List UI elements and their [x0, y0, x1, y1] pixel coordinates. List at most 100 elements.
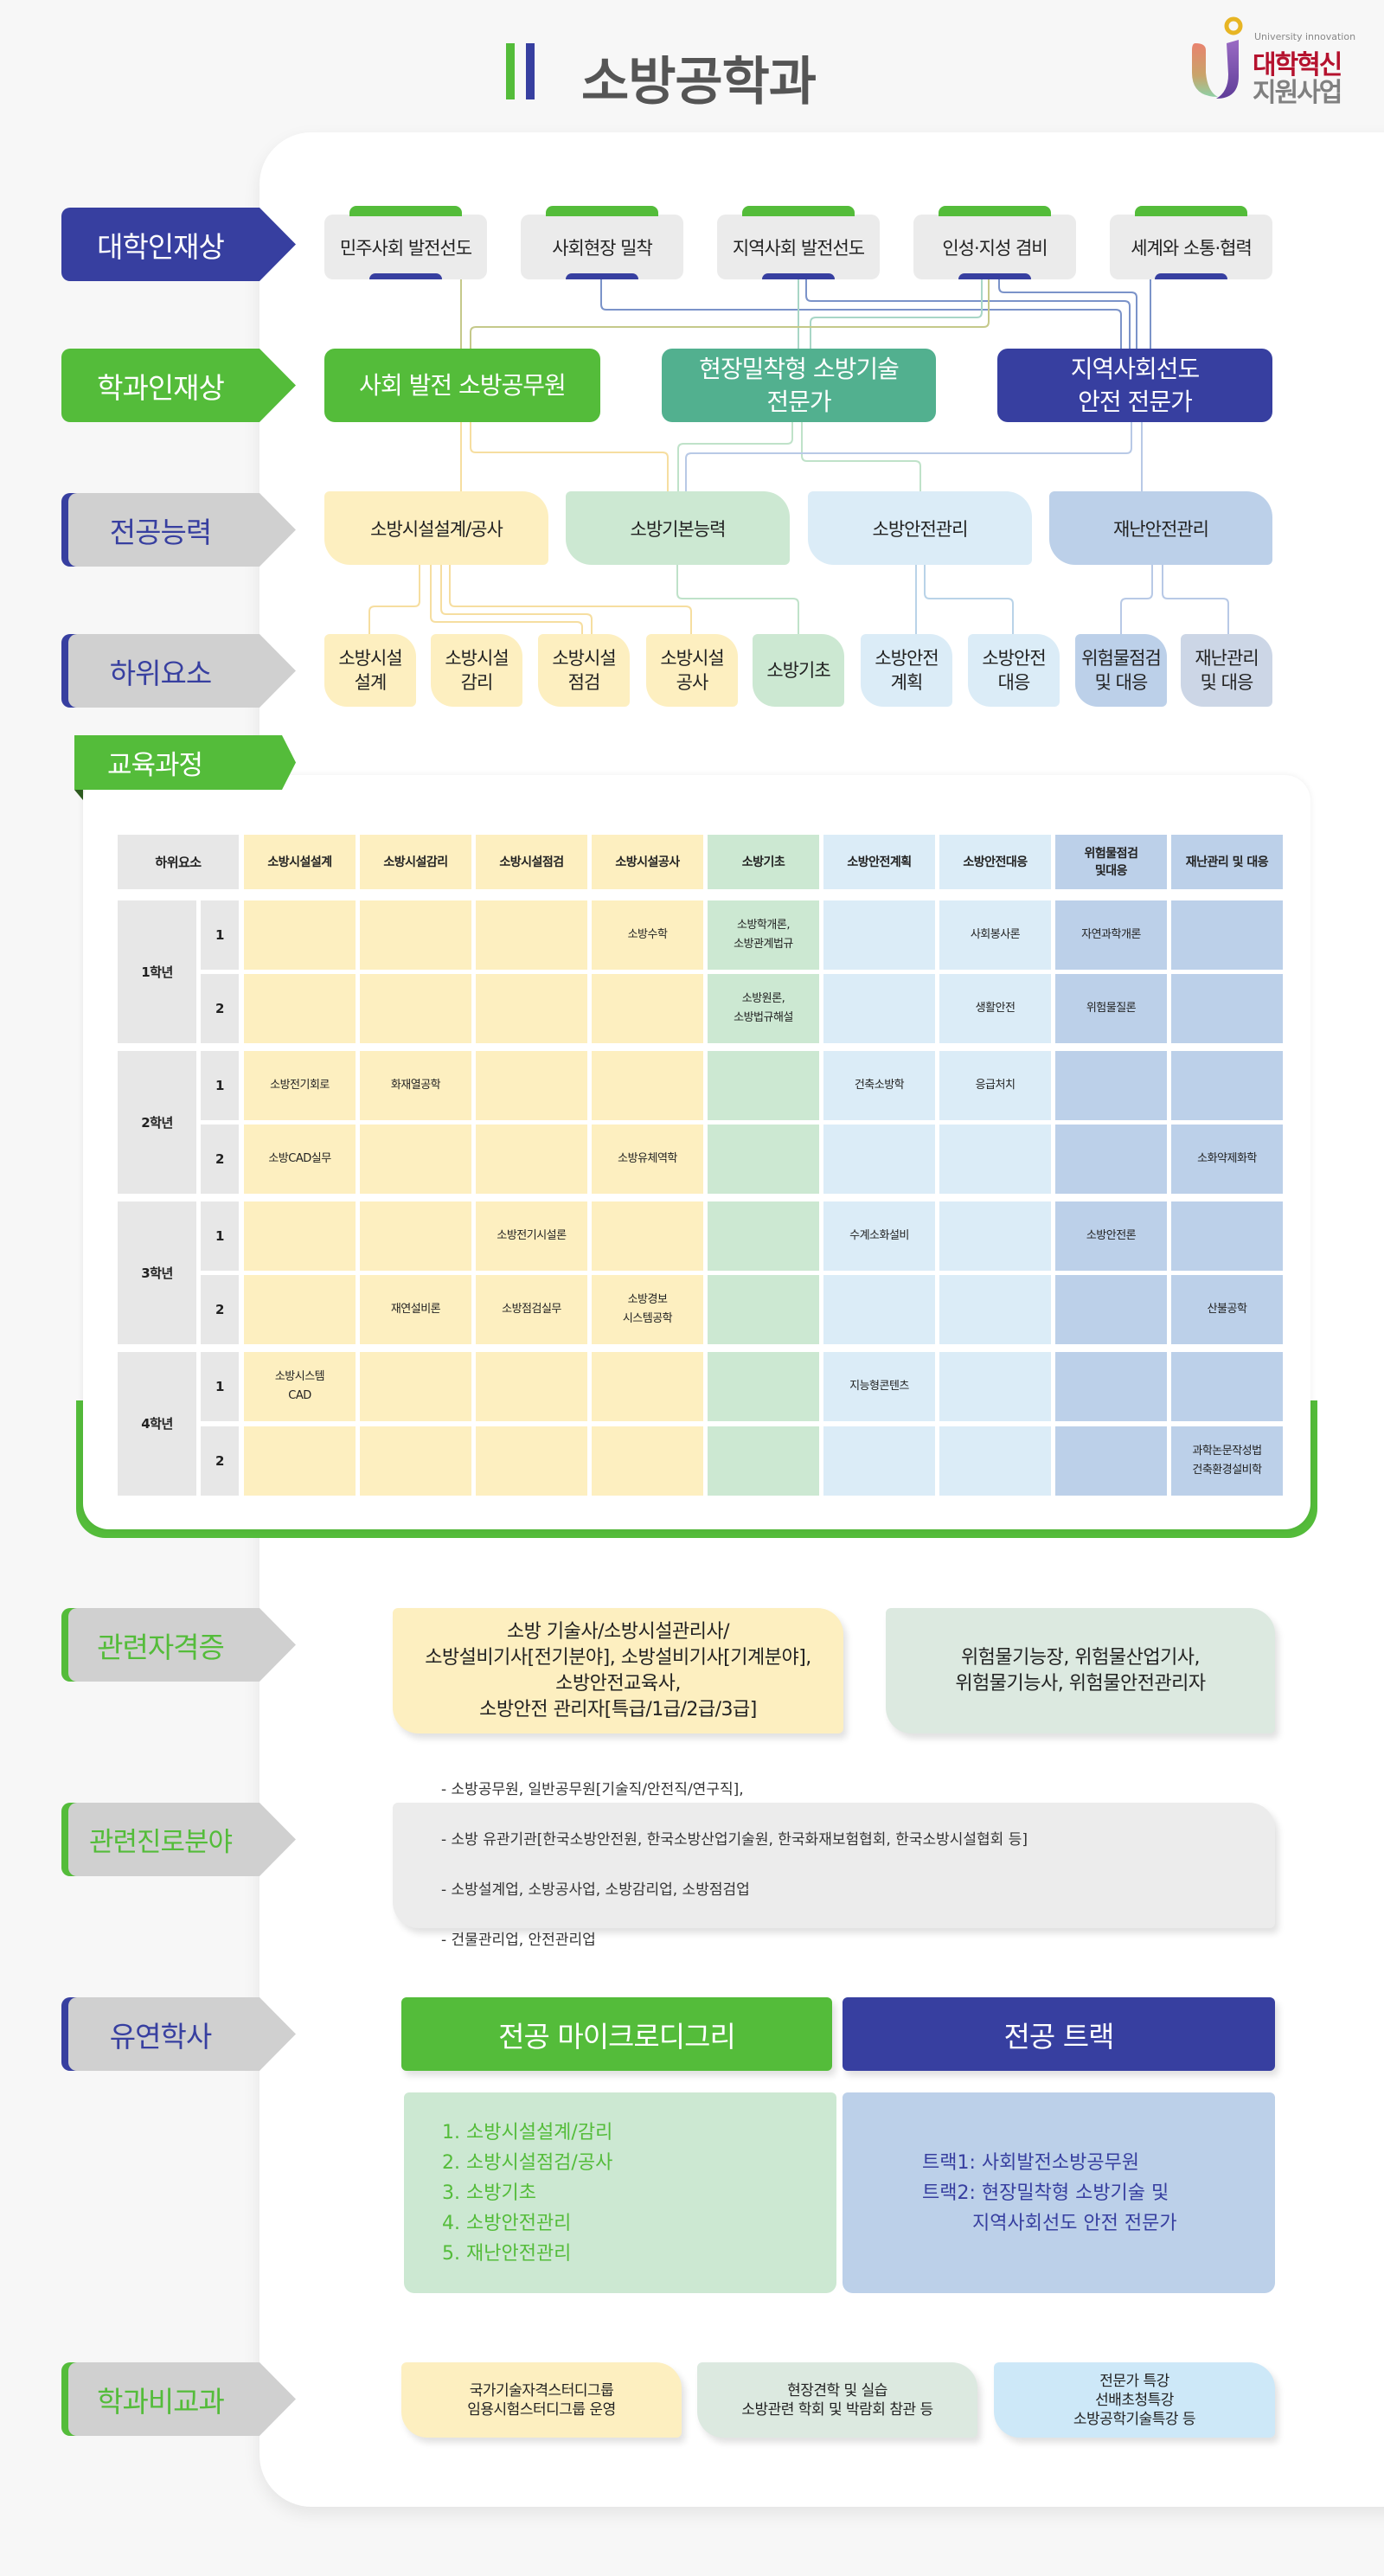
- microdegree-item: 2. 소방시설점검/공사: [442, 2151, 613, 2174]
- microdegree-header: 전공 마이크로디그리: [401, 1997, 832, 2071]
- career-item: - 건물관리업, 안전관리업: [441, 1932, 596, 1949]
- table-cell: [823, 1426, 935, 1496]
- box-text: 세계와 소통·협력: [1131, 237, 1253, 259]
- table-semester-label: 2: [201, 1275, 239, 1344]
- table-header-cell: 위험물점검 및대응: [1055, 835, 1167, 889]
- career-box: - 소방공무원, 일반공무원[기술직/안전직/연구직], - 소방 유관기관[한…: [393, 1781, 1275, 1949]
- table-year-label: 4학년: [118, 1352, 196, 1496]
- label-extracurricular: 학과비교과: [61, 2362, 296, 2436]
- table-cell: [476, 900, 587, 970]
- table-cell: [1171, 900, 1283, 970]
- label-competency: 전공능력: [61, 493, 296, 567]
- table-cell: [939, 1352, 1051, 1421]
- table-cell: [360, 900, 471, 970]
- table-header-cell: 재난관리 및 대응: [1171, 835, 1283, 889]
- title-accent-green: [506, 43, 515, 99]
- table-semester-label: 1: [201, 1352, 239, 1421]
- table-cell: [360, 1352, 471, 1421]
- table-header-cell: 소방안전계획: [823, 835, 935, 889]
- table-header-cell: 소방시설공사: [592, 835, 703, 889]
- table-cell: 소방전기회로: [244, 1051, 356, 1120]
- table-cell: [823, 900, 935, 970]
- logo-mark-icon: [1192, 16, 1243, 99]
- sub-element-1: 소방시설 설계: [324, 634, 416, 707]
- table-year-label: 2학년: [118, 1051, 196, 1194]
- label-text: 학과인재상: [97, 370, 225, 405]
- dept-talent-2: 현장밀착형 소방기술 전문가: [662, 349, 936, 422]
- table-header-corner: 하위요소: [118, 835, 239, 889]
- table-semester-label: 1: [201, 900, 239, 970]
- label-text: 학과비교과: [97, 2384, 225, 2419]
- table-cell: 소화약제화학: [1171, 1125, 1283, 1194]
- logo-text-en: University innovation: [1254, 31, 1356, 42]
- table-cell: [476, 1426, 587, 1496]
- tab-top: [1135, 206, 1247, 216]
- table-cell: [939, 1125, 1051, 1194]
- table-cell: [1171, 1352, 1283, 1421]
- track-list: 트랙1: 사회발전소방공무원 트랙2: 현장밀착형 소방기술 및 지역사회선도 …: [843, 2092, 1275, 2293]
- table-cell: [360, 1201, 471, 1271]
- table-cell: [823, 1275, 935, 1344]
- table-cell: 건축소방학: [823, 1051, 935, 1120]
- tab-bottom: [958, 273, 1031, 279]
- table-cell: 소방경보 시스템공학: [592, 1275, 703, 1344]
- table-cell: [592, 1426, 703, 1496]
- tab-top: [349, 206, 462, 216]
- title-accent-navy: [526, 43, 535, 99]
- microdegree-list: 1. 소방시설설계/감리 2. 소방시설점검/공사 3. 소방기초 4. 소방안…: [404, 2092, 836, 2293]
- sub-element-5: 소방기초: [753, 634, 844, 707]
- sub-element-8: 위험물점검 및 대응: [1075, 634, 1167, 707]
- microdegree-item: 3. 소방기초: [442, 2182, 536, 2204]
- dept-talent-3: 지역사회선도 안전 전문가: [997, 349, 1272, 422]
- table-cell: [592, 974, 703, 1043]
- competency-2: 소방기본능력: [566, 491, 790, 565]
- tab-top: [939, 206, 1051, 216]
- table-cell: 과학논문작성법 건축환경설비학: [1171, 1426, 1283, 1496]
- label-university-talent: 대학인재상: [61, 208, 296, 281]
- table-cell: [1055, 1352, 1167, 1421]
- table-cell: [823, 974, 935, 1043]
- extracurricular-lectures: 전문가 특강 선배초청특강 소방공학기술특강 등: [994, 2362, 1275, 2438]
- table-cell: 지능형콘텐츠: [823, 1352, 935, 1421]
- sub-element-4: 소방시설 공사: [646, 634, 738, 707]
- label-text: 대학인재상: [97, 229, 225, 264]
- table-cell: 산불공학: [1171, 1275, 1283, 1344]
- university-talent-4: 인성·지성 겸비: [913, 206, 1076, 279]
- sub-element-7: 소방안전 대응: [968, 634, 1060, 707]
- table-cell: [1171, 1201, 1283, 1271]
- table-cell: 생활안전: [939, 974, 1051, 1043]
- competency-1: 소방시설설계/공사: [324, 491, 548, 565]
- competency-3: 소방안전관리: [808, 491, 1032, 565]
- table-cell: [592, 1352, 703, 1421]
- label-careers: 관련진로분야: [61, 1803, 296, 1876]
- logo-text-2: 지원사업: [1253, 78, 1342, 108]
- sub-element-3: 소방시설 점검: [538, 634, 630, 707]
- label-sub-elements: 하위요소: [61, 634, 296, 708]
- table-cell: [244, 1201, 356, 1271]
- table-cell: [823, 1125, 935, 1194]
- table-cell: [1055, 1125, 1167, 1194]
- table-semester-label: 2: [201, 1125, 239, 1194]
- track-item: 트랙2: 현장밀착형 소방기술 및: [922, 2182, 1169, 2204]
- table-cell: [476, 974, 587, 1043]
- track-item: 트랙1: 사회발전소방공무원: [922, 2151, 1140, 2174]
- competency-4: 재난안전관리: [1049, 491, 1272, 565]
- table-cell: [244, 1426, 356, 1496]
- career-item: - 소방설계업, 소방공사업, 소방감리업, 소방점검업: [441, 1881, 750, 1899]
- tab-bottom: [1155, 273, 1227, 279]
- table-semester-label: 1: [201, 1051, 239, 1120]
- table-cell: 소방시스템 CAD: [244, 1352, 356, 1421]
- table-cell: [244, 974, 356, 1043]
- table-cell: [1171, 974, 1283, 1043]
- table-cell: 자연과학개론: [1055, 900, 1167, 970]
- box-text: 민주사회 발전선도: [339, 237, 472, 259]
- label-flexible: 유연학사: [61, 1997, 296, 2071]
- table-cell: [360, 1426, 471, 1496]
- university-talent-1: 민주사회 발전선도: [324, 206, 487, 279]
- table-semester-label: 2: [201, 1426, 239, 1496]
- table-cell: [708, 1352, 819, 1421]
- extracurricular-field-trip: 현장견학 및 실습 소방관련 학회 및 박람회 참관 등: [697, 2362, 977, 2438]
- table-cell: [244, 1275, 356, 1344]
- table-header-cell: 소방시설감리: [360, 835, 471, 889]
- track-header: 전공 트랙: [843, 1997, 1275, 2071]
